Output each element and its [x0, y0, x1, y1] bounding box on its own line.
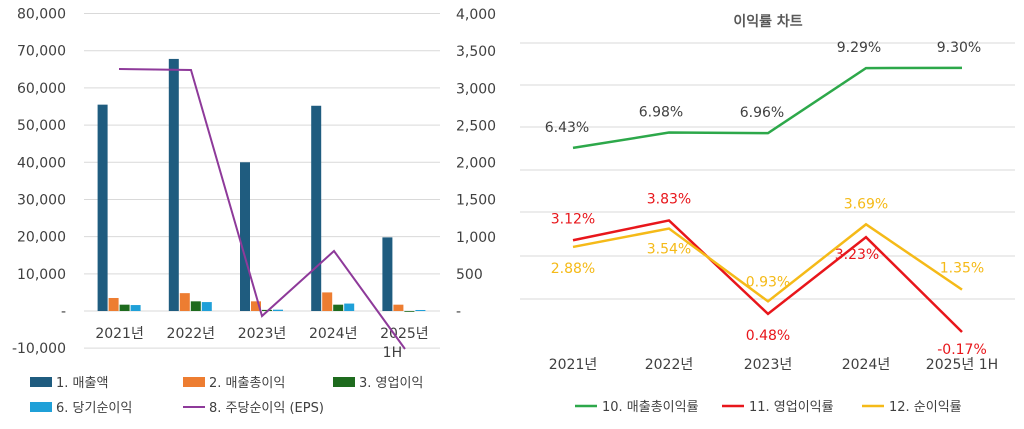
right-chart-title: 이익률 차트	[733, 13, 802, 30]
bar	[393, 304, 404, 311]
x-tick-label: 2021년	[549, 357, 598, 373]
data-label: 6.43%	[545, 120, 589, 136]
y-right-tick-label: 3,000	[456, 81, 496, 97]
data-label: 6.96%	[740, 105, 784, 121]
bar	[311, 105, 322, 311]
bar	[201, 302, 212, 311]
legend-swatch	[30, 402, 52, 412]
bar	[273, 309, 283, 311]
legend-label: 3. 영업이익	[359, 376, 423, 391]
x-tick-label: 2022년	[645, 357, 694, 373]
legend-swatch	[30, 377, 52, 387]
data-label: 9.29%	[837, 40, 881, 56]
x-tick-label: 2025년 1H	[926, 357, 998, 373]
legend-label: 1. 매출액	[56, 376, 108, 391]
data-label: 3.54%	[647, 242, 691, 258]
legend-label: 8. 주당순이익 (EPS)	[209, 401, 324, 416]
x-tick-label: 2021년	[95, 326, 144, 342]
bar	[119, 304, 130, 311]
y-right-tick-label: 4,000	[456, 7, 496, 23]
y-right-tick-label: 3,500	[456, 44, 496, 60]
data-label: 1.35%	[940, 261, 984, 277]
y-left-tick-label: 60,000	[17, 81, 66, 97]
bar	[190, 301, 201, 311]
data-label: 3.12%	[551, 211, 595, 227]
y-right-tick-label: 2,000	[456, 156, 496, 172]
legend-label: 12. 순이익률	[889, 400, 962, 415]
y-left-tick-label: -	[61, 304, 66, 320]
y-left-tick-label: 30,000	[17, 192, 66, 208]
data-label: 0.48%	[746, 328, 790, 344]
data-label: 2.88%	[551, 261, 595, 277]
bar	[97, 104, 108, 311]
bar	[130, 305, 141, 311]
bar	[404, 311, 415, 312]
y-left-tick-label: 50,000	[17, 118, 66, 134]
x-tick-label: 2024년	[309, 326, 358, 342]
x-tick-label: 2023년	[744, 357, 793, 373]
y-left-tick-label: 40,000	[17, 155, 66, 171]
bar	[168, 58, 179, 311]
margin-line	[572, 66, 963, 150]
x-tick-label: 2023년	[238, 326, 287, 342]
y-left-tick-label: -10,000	[12, 341, 66, 357]
bar	[251, 301, 261, 311]
y-left-tick-label: 80,000	[17, 7, 66, 23]
y-right-tick-label: 500	[456, 267, 483, 283]
y-left-tick-label: 10,000	[17, 267, 66, 283]
bar	[179, 293, 190, 311]
legend-label: 6. 당기순이익	[56, 401, 132, 416]
y-right-tick-label: -	[456, 304, 461, 320]
bar	[333, 304, 344, 311]
y-left-tick-label: 70,000	[17, 44, 66, 60]
legend-label: 11. 영업이익률	[749, 400, 834, 415]
y-right-tick-label: 2,500	[456, 118, 496, 134]
data-label: 9.30%	[937, 40, 981, 56]
x-tick-label: 2022년	[167, 326, 216, 342]
y-right-tick-label: 1,000	[456, 230, 496, 246]
bar	[344, 303, 355, 311]
eps-line	[118, 68, 406, 350]
legend-label: 2. 매출총이익	[209, 376, 285, 391]
bar	[322, 292, 333, 311]
data-label: 6.98%	[639, 105, 683, 121]
legend-swatch	[333, 377, 355, 387]
y-left-tick-label: 20,000	[17, 230, 66, 246]
x-tick-label: 2024년	[842, 357, 891, 373]
margin-line	[572, 222, 963, 303]
y-right-tick-label: 1,500	[456, 193, 496, 209]
legend-label: 10. 매출총이익률	[602, 400, 699, 415]
bar	[382, 237, 393, 311]
bar	[240, 162, 250, 311]
bar	[415, 309, 426, 311]
data-label: -0.17%	[937, 342, 987, 358]
data-label: 0.93%	[746, 274, 790, 290]
bar	[108, 297, 119, 311]
legend-swatch	[183, 377, 205, 387]
data-label: 3.69%	[844, 196, 888, 212]
data-label: 3.83%	[647, 191, 691, 207]
data-label: 3.23%	[835, 247, 879, 263]
margin-line	[572, 219, 963, 333]
